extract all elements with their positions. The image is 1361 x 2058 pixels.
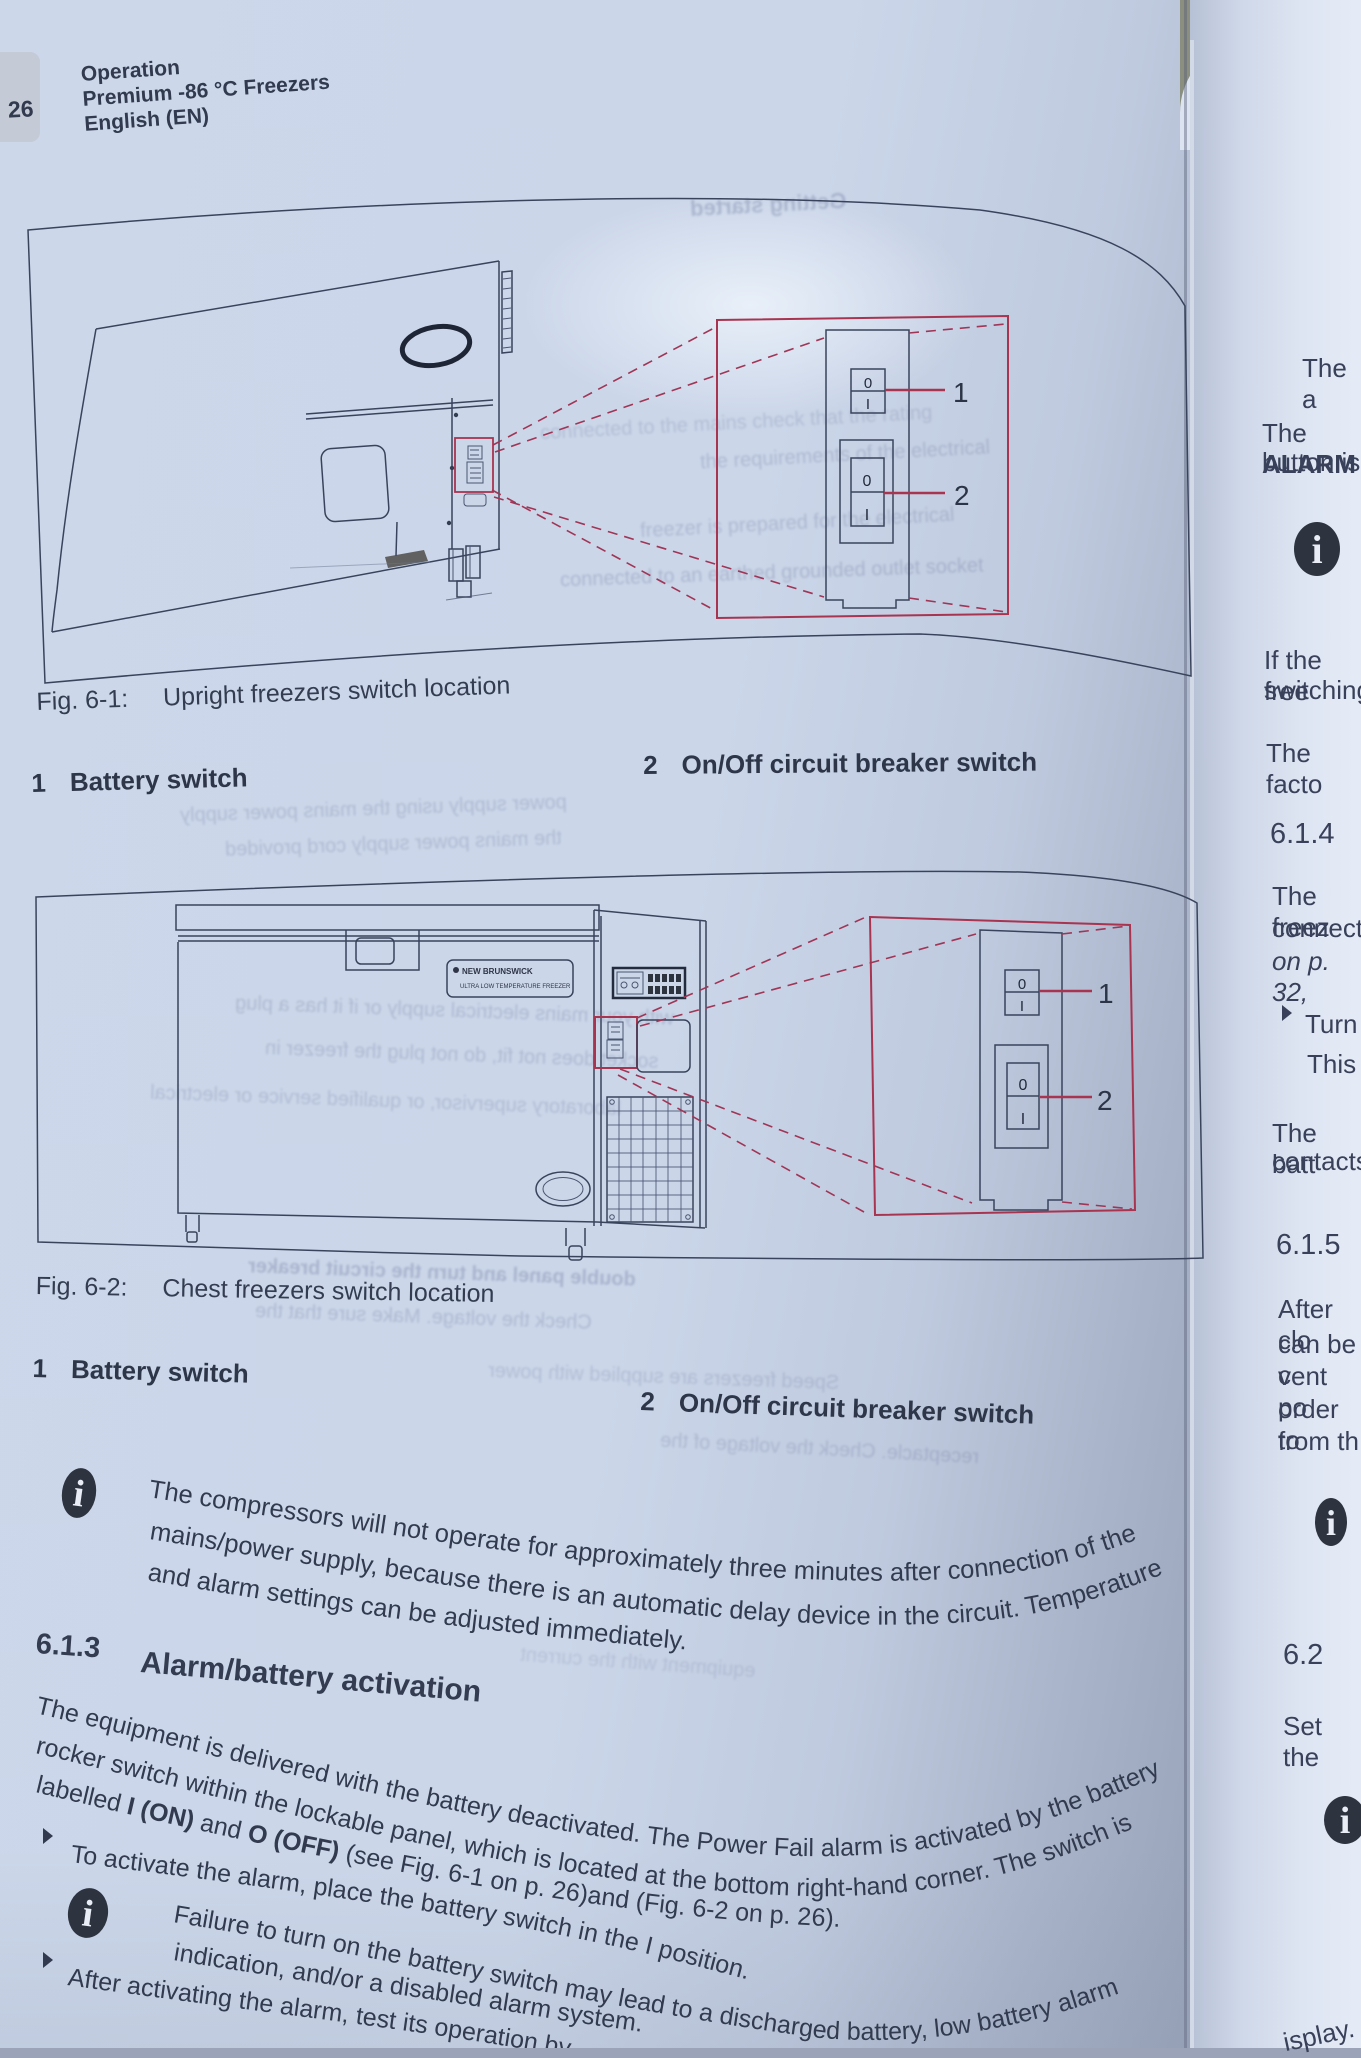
- rightpage-text: The facto: [1266, 738, 1323, 799]
- rightpage-text: The freez: [1272, 881, 1330, 942]
- rightpage-text: vent po: [1278, 1361, 1328, 1422]
- note1-line1: The compressors will not operate for app…: [147, 1475, 1139, 1586]
- fig1-label-2: 2: [954, 480, 970, 511]
- fig1-callout-dashes: [491, 323, 1007, 613]
- fig1-label-1: 1: [953, 377, 969, 408]
- screw-dot: [446, 520, 452, 526]
- fig1-switch-source-box: [454, 437, 494, 493]
- vent-ellipse: [399, 323, 473, 369]
- rightpage-text: on p. 32,: [1272, 946, 1330, 1007]
- fig2-casters: [185, 1215, 586, 1261]
- rightpage-text: contacts: [1272, 1146, 1361, 1176]
- page-corner-shadow: [0, 52, 40, 142]
- tiny-battery-switch: [607, 1021, 624, 1040]
- tiny-breaker-switch: [466, 461, 484, 484]
- rightpage-text: If the free: [1264, 645, 1322, 706]
- breaker-switch-I: I: [1021, 1111, 1025, 1128]
- control-display: [611, 966, 687, 1000]
- rightpage-text: The batt: [1272, 1118, 1317, 1179]
- ventilation-grille: [606, 1096, 694, 1223]
- photo-highlight: [520, 190, 980, 420]
- lid: [175, 904, 600, 931]
- fig1-battery-switch-symbol: 0 I: [850, 368, 886, 414]
- rightpage-alarm-bold: ALARM: [1262, 449, 1356, 479]
- book-gutter-crease: [1184, 0, 1187, 2048]
- breaker-switch-I: I: [865, 507, 869, 524]
- fig2-callout: 0 I 0 I 1 2: [617, 915, 1137, 1217]
- tiny-breaker-switch: [606, 1039, 624, 1059]
- fig1-switch-strip: [825, 329, 910, 609]
- battery-switch-0: 0: [864, 375, 872, 392]
- fig2-battery-switch-symbol: 0 I: [1004, 969, 1040, 1016]
- rightpage-text: The a: [1302, 353, 1347, 414]
- fig2-panel: [35, 870, 1204, 1261]
- rightpage-text: Set the: [1283, 1711, 1323, 1772]
- svg-text:i: i: [1340, 1800, 1351, 1842]
- fig2-callout-box: [868, 915, 1137, 1217]
- bottom-shadow: [0, 1850, 1190, 2048]
- screw-dot: [449, 465, 455, 471]
- lock-panel: [636, 1019, 691, 1073]
- fig1-panel: [27, 197, 1192, 684]
- fig2-callout-dashes: [617, 916, 1133, 1213]
- brand-label: NEW BRUNSWICK ULTRA LOW TEMPERATURE FREE…: [446, 959, 574, 998]
- fig1-callout: 0 I 0 I 1 2: [491, 314, 1009, 620]
- upright-freezer-drawing: [51, 260, 513, 633]
- rightpage-text: can be c: [1278, 1329, 1357, 1390]
- rightpage-text: switching: [1264, 675, 1361, 705]
- fig1-breaker-switch-symbol: 0 I: [839, 439, 894, 544]
- lid-handle: [345, 930, 420, 971]
- rightpage-section-614: 6.1.4: [1270, 818, 1335, 850]
- breaker-switch-0: 0: [863, 473, 872, 490]
- info-icon: i: [1294, 522, 1340, 576]
- fig1-callout-box: [716, 314, 1009, 620]
- battery-switch-0: 0: [1018, 976, 1026, 993]
- info-icon: i: [67, 1888, 109, 1938]
- next-page-background: [1190, 0, 1361, 2048]
- chest-freezer-drawing: NEW BRUNSWICK ULTRA LOW TEMPERATURE FREE…: [175, 904, 707, 1261]
- rightpage-text: button is: [1262, 447, 1361, 477]
- floor-line: [289, 561, 431, 569]
- svg-text:i: i: [1326, 1503, 1336, 1543]
- svg-text:i: i: [1311, 527, 1322, 572]
- rightpage-text: The ALARM: [1262, 418, 1361, 480]
- screw-dot: [453, 412, 459, 418]
- outlet-recess: [463, 493, 487, 507]
- gutter-highlight: [1190, 40, 1194, 2048]
- rightpage-section-62: 6.2: [1283, 1639, 1324, 1671]
- rightpage-bullet-turn: Turn: [1305, 1009, 1358, 1039]
- oval-logo-inner: [542, 1177, 584, 1201]
- battery-switch-I: I: [866, 396, 870, 413]
- brand-line-1: NEW BRUNSWICK: [462, 967, 533, 976]
- breaker-switch-0: 0: [1019, 1077, 1028, 1094]
- oval-logo: [535, 1171, 591, 1207]
- bullet-arrow-icon: [1282, 1005, 1292, 1021]
- info-icon: i: [1324, 1796, 1361, 1844]
- brand-line-2: ULTRA LOW TEMPERATURE FREEZER: [460, 984, 571, 990]
- rightpage-text: connectio: [1272, 913, 1361, 943]
- bullet-arrow-icon: [43, 1952, 53, 1968]
- hinge-rail: [501, 270, 513, 354]
- recess-panel: [320, 444, 390, 523]
- rightpage-text: After clo: [1278, 1294, 1333, 1355]
- info-icon: i: [61, 1468, 97, 1518]
- info-icon: i: [1315, 1498, 1347, 1546]
- fig2-switch-strip: [979, 929, 1063, 1211]
- rightpage-text: from th: [1278, 1426, 1359, 1456]
- rightpage-text: This: [1307, 1049, 1357, 1079]
- keypad: [648, 974, 681, 994]
- rightpage-text: order to: [1278, 1394, 1339, 1455]
- fig2-label-1: 1: [1098, 978, 1114, 1009]
- battery-switch-I: I: [1020, 998, 1024, 1015]
- rightpage-section-615: 6.1.5: [1276, 1229, 1341, 1261]
- bullet-arrow-icon: [43, 1828, 53, 1844]
- fig2-label-2: 2: [1097, 1085, 1113, 1116]
- tiny-battery-switch: [467, 445, 483, 460]
- rightpage-text: The: [1262, 418, 1307, 448]
